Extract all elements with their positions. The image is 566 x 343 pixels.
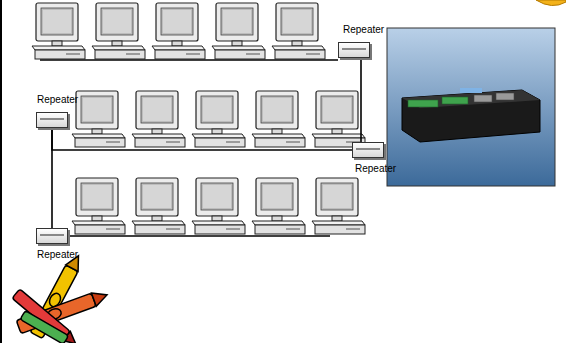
- repeater-box: Repeater: [338, 42, 370, 58]
- repeater-label: Repeater: [37, 249, 78, 261]
- computer-icon: [32, 3, 85, 59]
- repeater-stripe: [342, 48, 366, 50]
- computer-icon: [92, 3, 145, 59]
- repeater-box: Repeater: [352, 142, 384, 158]
- terminal-block: [408, 100, 438, 107]
- repeater-box: Repeater: [36, 112, 68, 128]
- terminal-block: [496, 93, 514, 100]
- frame-border: [0, 0, 2, 343]
- crayon: [20, 311, 68, 343]
- terminal-block: [442, 97, 468, 104]
- terminal-block: [474, 95, 492, 102]
- computer-icon: [252, 91, 305, 147]
- repeater-label: Repeater: [37, 94, 78, 106]
- repeater-photo: [387, 28, 555, 186]
- computer-icon: [212, 3, 265, 59]
- repeater-stripe: [40, 118, 64, 120]
- repeater-box: Repeater: [36, 228, 68, 244]
- computer-icon: [132, 91, 185, 147]
- corner-decoration: [536, 0, 566, 6]
- computer-icon: [72, 178, 125, 234]
- computer-icon: [312, 178, 365, 234]
- repeater-label: Repeater: [355, 163, 396, 175]
- computer-icon: [192, 91, 245, 147]
- computer-icon: [192, 178, 245, 234]
- device-label: [460, 88, 482, 93]
- computer-icon: [272, 3, 325, 59]
- computer-icon: [132, 178, 185, 234]
- network-cable: [360, 58, 362, 142]
- computer-icon: [152, 3, 205, 59]
- repeater-stripe: [40, 234, 64, 236]
- device-body: [402, 90, 540, 142]
- network-cable: [52, 128, 352, 150]
- computer-icon: [312, 91, 365, 147]
- bus-cable: [68, 235, 330, 237]
- repeater-label: Repeater: [343, 24, 384, 36]
- crayon: [12, 289, 79, 343]
- network-cable: [51, 128, 53, 228]
- computer-icon: [252, 178, 305, 234]
- repeater-stripe: [356, 148, 380, 150]
- computer-icon: [72, 91, 125, 147]
